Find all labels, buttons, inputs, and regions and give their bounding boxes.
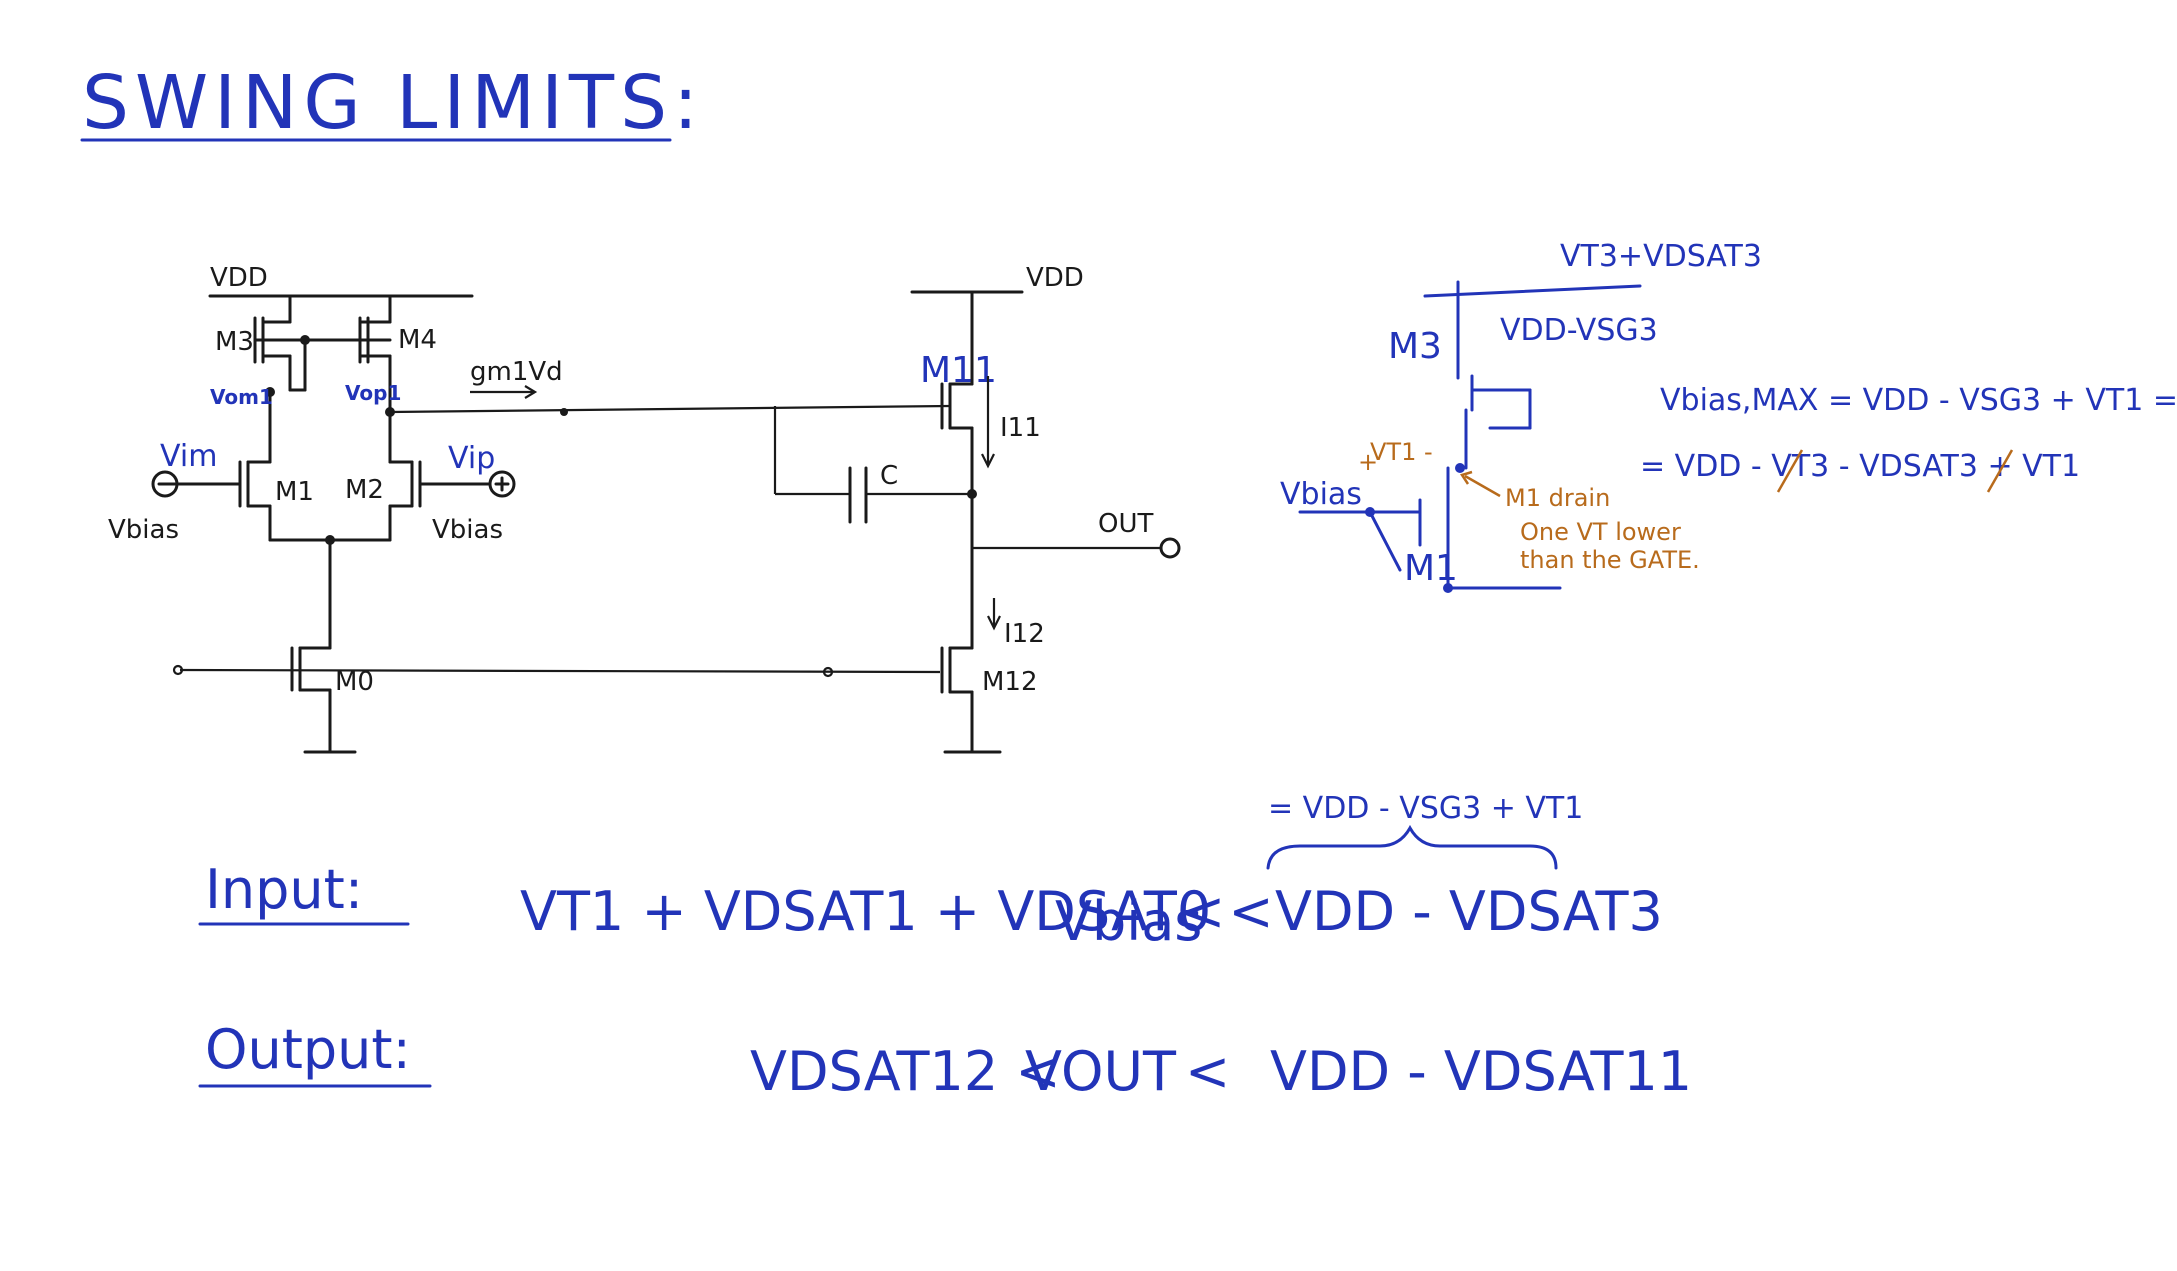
i11-label: I11 — [1000, 413, 1041, 443]
cap-label: C — [880, 461, 898, 491]
m1-label: M1 — [275, 477, 314, 507]
sidenote-vbias: Vbias — [1280, 477, 1362, 512]
minus-terminal — [151, 470, 179, 498]
gm-vd-label: gm1Vd — [470, 357, 563, 387]
m12-label: M12 — [982, 667, 1038, 697]
sidenote-vdd-vsg: VDD-VSG3 — [1500, 313, 1658, 348]
m3-label: M3 — [215, 327, 254, 357]
bias-max-sidenote: VT3+VDSAT3 VDD-VSG3 M3 Vbias M1 + VT1 - … — [1280, 239, 2177, 593]
op-amp-schematic: VDD M3 M4 Vom1 Vop1 gm1Vd — [108, 263, 1181, 754]
m1-drain-label: M1 drain — [1505, 484, 1610, 512]
input-brace-note: = VDD - VSG3 + VT1 — [1268, 791, 1583, 826]
i12-label: I12 — [1004, 619, 1045, 649]
vom-label: Vom1 — [210, 385, 273, 409]
vop-label: Vop1 — [345, 381, 401, 405]
vim-label: Vim — [160, 439, 217, 474]
page-title: SWING LIMITS: — [82, 60, 704, 146]
input-vbias: Vbias — [1055, 890, 1202, 953]
sidenote-vt1: VT1 - — [1370, 438, 1433, 466]
output-label: Output: — [205, 1018, 411, 1081]
m11-label: M11 — [920, 350, 997, 391]
out-label: OUT — [1098, 509, 1153, 539]
sidenote-note-line1: One VT lower — [1520, 518, 1681, 546]
m0-label: M0 — [335, 667, 374, 697]
output-swing-row: Output: VDSAT12 < VOUT < VDD - VDSAT11 — [198, 1018, 1692, 1103]
vdd-right-label: VDD — [1026, 263, 1084, 293]
sidenote-m1-label: M1 — [1404, 548, 1458, 589]
output-vout: VOUT — [1025, 1040, 1177, 1103]
vbias-left-label: Vbias — [108, 515, 179, 545]
vdd-left-label: VDD — [210, 263, 268, 293]
vbias-right-label: Vbias — [432, 515, 503, 545]
sidenote-eq1: Vbias,MAX = VDD - VSG3 + VT1 = — [1660, 383, 2177, 418]
sidenote-top-label: VT3+VDSAT3 — [1560, 239, 1762, 274]
sidenote-m3-label: M3 — [1388, 326, 1442, 367]
sidenote-eq2: = VDD - VT3 - VDSAT3 + VT1 — [1640, 449, 2080, 484]
sidenote-note-line2: than the GATE. — [1520, 546, 1700, 574]
out-terminal — [1159, 537, 1181, 559]
output-rhs: VDD - VDSAT11 — [1270, 1040, 1692, 1103]
plus-terminal — [488, 470, 516, 498]
vip-label: Vip — [448, 441, 495, 476]
sidenote-plus: + — [1358, 448, 1378, 476]
m2-label: M2 — [345, 475, 384, 505]
output-lhs: VDSAT12 < — [750, 1040, 1061, 1103]
input-rhs: VDD - VDSAT3 — [1275, 880, 1663, 943]
input-swing-row: Input: VT1 + VDSAT1 + VDSAT0 < Vbias < V… — [198, 791, 1663, 953]
output-lt: < — [1185, 1040, 1230, 1103]
input-label: Input: — [205, 858, 363, 921]
input-lt: < — [1180, 880, 1225, 943]
m4-label: M4 — [398, 325, 437, 355]
input-lhs: VT1 + VDSAT1 + VDSAT0 < — [520, 880, 1274, 943]
